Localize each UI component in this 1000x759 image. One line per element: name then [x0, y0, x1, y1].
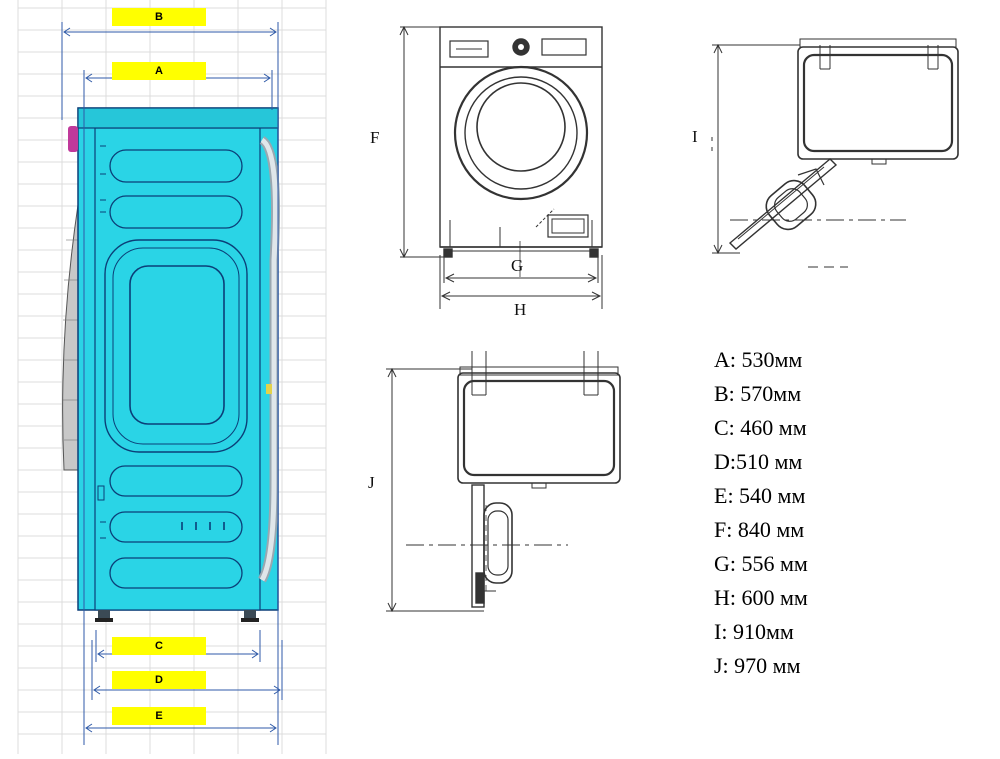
- label-j: J: [368, 473, 375, 492]
- spec-item: G: 556 мм: [714, 551, 808, 576]
- label-g: G: [511, 256, 524, 275]
- label-a: A: [112, 62, 206, 80]
- dimension-spec-list: A: 530мм B: 570мм C: 460 мм D:510 мм E: 540 …: [714, 343, 808, 683]
- label-h: H: [514, 300, 527, 319]
- spec-item: H: 600 мм: [714, 585, 808, 610]
- top-view-i-drawing: [711, 38, 959, 268]
- knob-icon: [68, 126, 78, 152]
- side-view-drawing: [17, 0, 327, 754]
- dimension-lines: [61, 22, 283, 745]
- spec-item: J: 970 мм: [714, 653, 801, 678]
- spec-item: D:510 мм: [714, 449, 803, 474]
- spec-item: I: 910мм: [714, 619, 794, 644]
- label-e: E: [112, 707, 206, 725]
- label-d: D: [112, 671, 206, 689]
- spec-item: A: 530мм: [714, 347, 803, 372]
- spec-item: E: 540 мм: [714, 483, 806, 508]
- side-view-panel: B A C D E: [0, 0, 340, 754]
- spec-item: B: 570мм: [714, 381, 802, 406]
- top-view-j-panel: J: [360, 345, 640, 620]
- top-view-i-panel: I: [680, 25, 980, 285]
- label-i: I: [692, 127, 698, 146]
- label-b: B: [112, 8, 206, 26]
- spec-item: C: 460 мм: [714, 415, 807, 440]
- machine-side-body: [62, 107, 280, 622]
- label-f: F: [370, 128, 380, 147]
- spec-item: F: 840 мм: [714, 517, 805, 542]
- label-c: C: [112, 637, 206, 655]
- top-view-j-drawing: [386, 351, 621, 613]
- front-view-panel: F G H: [360, 15, 620, 325]
- front-view-drawing: [399, 25, 603, 309]
